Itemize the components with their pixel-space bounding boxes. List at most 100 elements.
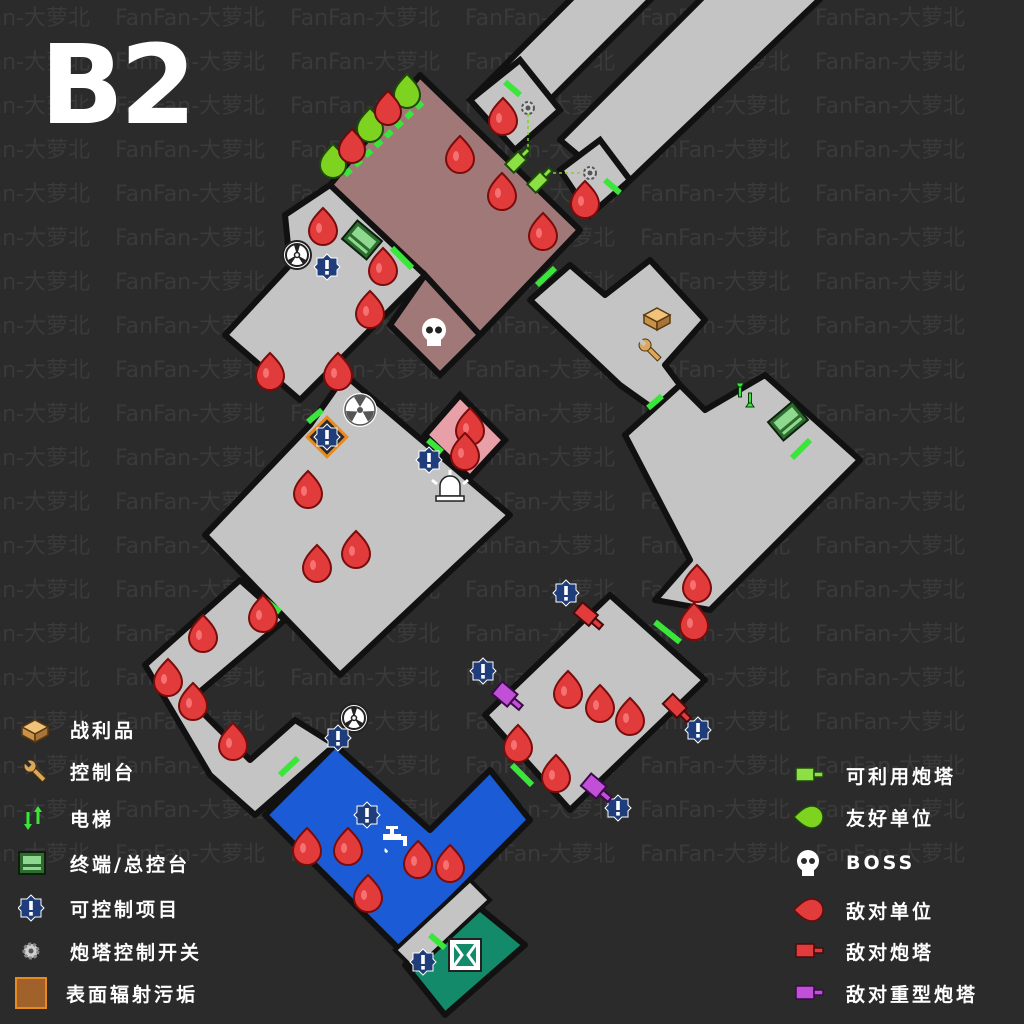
watermark-text: FanFan-大萝北 [465, 358, 615, 383]
legend-label: 终端/总控台 [70, 853, 190, 876]
watermark-text: FanFan-大萝北 [290, 6, 440, 31]
water-tap-icon[interactable] [383, 826, 407, 853]
watermark-text: FanFan-大萝北 [640, 798, 790, 823]
enemy-turret-icon [795, 943, 824, 958]
watermark-text: FanFan-大萝北 [0, 490, 90, 515]
watermark-text: FanFan-大萝北 [815, 666, 965, 691]
watermark-text: FanFan-大萝北 [815, 314, 965, 339]
legend-label: 表面辐射污垢 [66, 983, 199, 1006]
legend-label: 控制台 [70, 761, 137, 784]
loot-crate-icon [20, 719, 50, 744]
radiation-square-icon [15, 977, 47, 1009]
legend-item-turret-switch: 炮塔控制开关 [18, 936, 202, 966]
watermark-text: FanFan-大萝北 [290, 666, 440, 691]
elevator-arrows-icon[interactable] [735, 382, 755, 408]
watermark-text: FanFan-大萝北 [115, 358, 265, 383]
corridor-exit [392, 877, 493, 973]
watermark-text: FanFan-大萝北 [115, 270, 265, 295]
watermark-text: FanFan-大萝北 [0, 622, 90, 647]
enemy-unit-icon [792, 898, 824, 922]
legend-item-boss: BOSS [792, 848, 915, 878]
elevator-arrows-icon [24, 806, 42, 830]
watermark-text: FanFan-大萝北 [115, 138, 265, 163]
watermark-text: FanFan-大萝北 [0, 402, 90, 427]
room-east-upper [527, 257, 708, 413]
watermark-text: FanFan-大萝北 [815, 270, 965, 295]
legend-item-friendly: 友好单位 [792, 802, 934, 832]
friendly-unit-icon [792, 805, 824, 829]
watermark-text: FanFan-大萝北 [815, 534, 965, 559]
watermark-text: FanFan-大萝北 [0, 666, 90, 691]
watermark-text: FanFan-大萝北 [115, 6, 265, 31]
watermark-text: FanFan-大萝北 [0, 314, 90, 339]
watermark-text: FanFan-大萝北 [0, 534, 90, 559]
legend-item-elevator: 电梯 [18, 803, 114, 833]
room-east-mid [622, 372, 863, 613]
legend-item-heavy-turret: 敌对重型炮塔 [792, 978, 978, 1008]
watermark-text: FanFan-大萝北 [815, 94, 965, 119]
watermark-text: FanFan-大萝北 [815, 6, 965, 31]
legend-label: 可利用炮塔 [846, 765, 957, 788]
legend-label: 可控制项目 [70, 898, 181, 921]
watermark-text: FanFan-大萝北 [0, 754, 90, 779]
watermark-text: FanFan-大萝北 [0, 6, 90, 31]
watermark-text: FanFan-大萝北 [115, 402, 265, 427]
watermark-text: FanFan-大萝北 [640, 842, 790, 867]
watermark-text: FanFan-大萝北 [0, 138, 90, 163]
legend-item-usable-turret: 可利用炮塔 [792, 760, 956, 790]
heavy-turret-icon [795, 985, 824, 1000]
loot-crate-icon[interactable] [642, 307, 672, 332]
legend-label: 友好单位 [846, 807, 935, 830]
usable-turrets[interactable] [503, 145, 555, 195]
watermark-text: FanFan-大萝北 [0, 446, 90, 471]
watermark-text: FanFan-大萝北 [815, 402, 965, 427]
terminal-icon [18, 851, 46, 875]
exit-door-icon[interactable] [448, 938, 482, 972]
watermark-text: FanFan-大萝北 [815, 490, 965, 515]
gear-icon [22, 942, 40, 960]
skull-icon [797, 850, 819, 876]
watermark-text: FanFan-大萝北 [0, 226, 90, 251]
turret-switches[interactable] [521, 101, 597, 180]
legend-item-console: 控制台 [18, 756, 136, 786]
watermark-text: FanFan-大萝北 [815, 710, 965, 735]
watermark-text: FanFan-大萝北 [290, 50, 440, 75]
watermark-text: FanFan-大萝北 [640, 182, 790, 207]
watermark-text: FanFan-大萝北 [815, 622, 965, 647]
watermark-text: FanFan-大萝北 [0, 270, 90, 295]
enemy-turrets [572, 600, 693, 724]
legend-item-enemy: 敌对单位 [792, 895, 934, 925]
legend-item-terminal: 终端/总控台 [18, 848, 190, 878]
watermark-text: FanFan-大萝北 [0, 578, 90, 603]
alarm-siren-icon[interactable] [431, 470, 469, 502]
watermark-text: FanFan-大萝北 [465, 534, 615, 559]
legend-label: 敌对炮塔 [846, 941, 935, 964]
wrench-icon [23, 759, 47, 783]
watermark-text: FanFan-大萝北 [640, 754, 790, 779]
watermark-text: FanFan-大萝北 [815, 50, 965, 75]
watermark-text: FanFan-大萝北 [0, 94, 90, 119]
watermark-text: FanFan-大萝北 [0, 798, 90, 823]
watermark-text: FanFan-大萝北 [0, 182, 90, 207]
legend-label: 敌对单位 [846, 900, 935, 923]
heavy-turrets [490, 680, 614, 804]
radiation-icon [343, 393, 377, 427]
legend-item-loot: 战利品 [18, 714, 136, 744]
wrench-icon[interactable] [636, 336, 664, 364]
watermark-text: FanFan-大萝北 [0, 50, 90, 75]
watermark-text: FanFan-大萝北 [815, 798, 965, 823]
legend-item-radiation: 表面辐射污垢 [14, 977, 199, 1009]
watermark-text: FanFan-大萝北 [115, 182, 265, 207]
watermark-text: FanFan-大萝北 [0, 358, 90, 383]
floor-label: B2 [40, 21, 196, 149]
ventilation-fan-icon[interactable] [282, 240, 312, 270]
ventilation-fan-icon[interactable] [339, 703, 369, 733]
watermark-text: FanFan-大萝北 [115, 50, 265, 75]
watermark-text: FanFan-大萝北 [115, 842, 265, 867]
usable-turret-icon [795, 767, 824, 782]
watermark-text: FanFan-大萝北 [815, 842, 965, 867]
skull-icon [422, 318, 446, 346]
watermark-text: FanFan-大萝北 [640, 226, 790, 251]
